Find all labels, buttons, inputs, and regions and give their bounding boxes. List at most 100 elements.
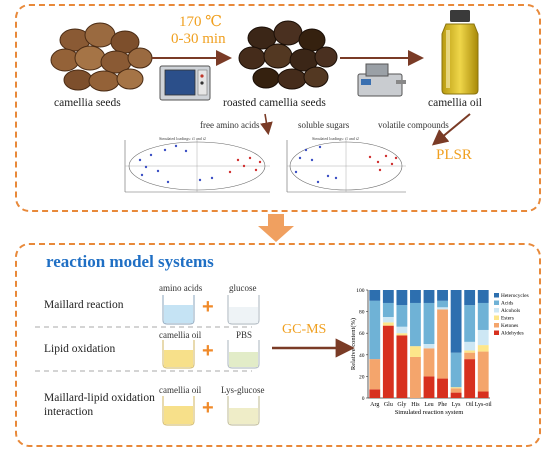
roast-time: 0-30 min xyxy=(171,31,226,47)
beaker-camellia-oil-2 xyxy=(162,396,195,426)
bar-segment-heterocycles-arg xyxy=(369,290,381,301)
bar-segment-aldehydes-lys-oil xyxy=(477,391,489,398)
reactant-lys-glucose: Lys-glucose xyxy=(221,385,265,395)
bar-segment-alcohols-leu xyxy=(423,344,435,349)
bar-segment-esters-oil xyxy=(464,350,476,353)
y-tick-label: 80 xyxy=(359,310,365,316)
bar-segment-ketones-his xyxy=(410,356,421,398)
y-tick-label: 60 xyxy=(359,331,365,337)
bar-segment-acids-gly xyxy=(396,305,408,327)
system-lipid-label: Lipid oxidation xyxy=(44,343,116,355)
analysis-soluble-sugars: soluble sugars xyxy=(298,120,350,130)
x-tick-label: Arg xyxy=(370,402,379,408)
system-maillard-label: Maillard reaction xyxy=(44,299,124,311)
bar-segment-aldehydes-phe xyxy=(437,378,448,398)
bar-segment-alcohols-phe xyxy=(437,307,448,310)
legend-label-esters: Esters xyxy=(501,316,514,322)
beaker-amino-acids xyxy=(162,295,195,325)
plsr-plot-1 xyxy=(118,136,273,196)
bar-segment-esters-gly xyxy=(396,333,408,336)
plsr-plot-2 xyxy=(280,136,410,196)
legend-label-ketones: Ketones xyxy=(501,323,518,329)
plsr-label: PLSR xyxy=(436,147,472,163)
bottom-panel xyxy=(15,243,541,447)
x-tick-label: Lys xyxy=(452,402,461,408)
reactant-camellia-oil-2: camellia oil xyxy=(159,385,202,395)
bar-segment-aldehydes-lys xyxy=(450,392,462,398)
plus-sign-2: + xyxy=(202,340,214,362)
y-tick-label: 100 xyxy=(356,288,365,294)
bar-segment-heterocycles-lys-oil xyxy=(477,290,489,303)
reactant-pbs: PBS xyxy=(236,330,253,340)
legend-swatch-alcohols xyxy=(494,308,499,313)
plus-sign-1: + xyxy=(202,296,214,318)
roasted-label: roasted camellia seeds xyxy=(223,97,326,109)
top-panel xyxy=(15,4,541,212)
bar-segment-alcohols-oil xyxy=(464,341,476,351)
bottom-title: reaction model systems xyxy=(46,252,214,271)
beaker-glucose xyxy=(227,295,260,325)
legend-label-acids: Acids xyxy=(501,301,513,307)
seeds-label: camellia seeds xyxy=(54,97,121,109)
bar-segment-esters-glu xyxy=(382,322,394,326)
oil-press-icon xyxy=(357,63,406,97)
chart-xlabel: Simulated reaction system xyxy=(395,409,464,416)
bar-segment-heterocycles-phe xyxy=(437,290,448,301)
bar-segment-heterocycles-oil xyxy=(464,290,476,306)
x-tick-label: Oil xyxy=(466,402,474,408)
plot-2-title: Simulated loadings: t1 and t2 xyxy=(312,136,359,141)
x-tick-label: Lys-oil xyxy=(475,402,492,408)
bar-segment-alcohols-glu xyxy=(382,317,394,323)
bar-segment-heterocycles-lys xyxy=(450,290,462,353)
oven-icon xyxy=(159,65,211,101)
x-tick-label: Phe xyxy=(438,402,447,408)
bar-segment-heterocycles-gly xyxy=(396,290,408,306)
legend-label-alcohols: Alcohols xyxy=(501,308,520,314)
legend-swatch-aldehydes xyxy=(494,330,499,335)
x-tick-label: Gly xyxy=(397,402,406,408)
reactant-glucose: glucose xyxy=(229,283,257,293)
bar-segment-heterocycles-his xyxy=(410,290,421,303)
bar-segment-acids-phe xyxy=(437,300,448,308)
down-arrow xyxy=(258,214,294,242)
y-tick-label: 0 xyxy=(362,396,365,402)
bar-segment-acids-lys xyxy=(450,352,462,388)
bar-segment-heterocycles-glu xyxy=(382,290,394,303)
reactant-amino-acids: amino acids xyxy=(159,283,203,293)
analysis-volatile-compounds: volatile compounds xyxy=(378,120,449,130)
oil-label: camellia oil xyxy=(428,97,482,109)
analysis-amino-acids: free amino acids xyxy=(200,120,260,130)
bar-segment-aldehydes-gly xyxy=(396,335,408,398)
x-tick-label: His xyxy=(411,402,420,408)
arrow-analysis xyxy=(260,113,273,136)
bar-segment-aldehydes-arg xyxy=(369,389,381,398)
arrow-plsr xyxy=(431,113,471,146)
bar-segment-ketones-lys xyxy=(450,388,462,393)
bar-segment-acids-lys-oil xyxy=(477,302,489,330)
x-tick-label: Glu xyxy=(384,402,393,408)
legend-label-heterocycles: Heterocycles xyxy=(501,293,529,299)
reactant-camellia-oil-1: camellia oil xyxy=(159,330,202,340)
bar-segment-acids-his xyxy=(410,302,421,347)
bar-segment-aldehydes-oil xyxy=(464,359,476,398)
bar-segment-esters-his xyxy=(410,346,421,357)
roasted-seeds-image xyxy=(238,20,338,90)
bar-segment-heterocycles-leu xyxy=(423,290,435,303)
legend-swatch-acids xyxy=(494,300,499,305)
x-tick-label: Leu xyxy=(424,402,433,408)
bar-segment-alcohols-lys-oil xyxy=(477,329,489,346)
beaker-pbs xyxy=(227,340,260,369)
bar-segment-esters-lys-oil xyxy=(477,345,489,352)
bar-segment-alcohols-gly xyxy=(396,326,408,334)
bar-segment-ketones-lys-oil xyxy=(477,351,489,392)
y-tick-label: 40 xyxy=(359,353,365,359)
y-tick-label: 20 xyxy=(359,374,365,380)
plot-1-title: Simulated loadings: t1 and t2 xyxy=(159,136,206,141)
bar-segment-ketones-arg xyxy=(369,359,381,390)
legend-swatch-esters xyxy=(494,315,499,320)
legend-swatch-heterocycles xyxy=(494,293,499,298)
bar-segment-ketones-phe xyxy=(437,309,448,379)
bar-segment-ketones-oil xyxy=(464,352,476,360)
bar-segment-ketones-leu xyxy=(423,348,435,377)
